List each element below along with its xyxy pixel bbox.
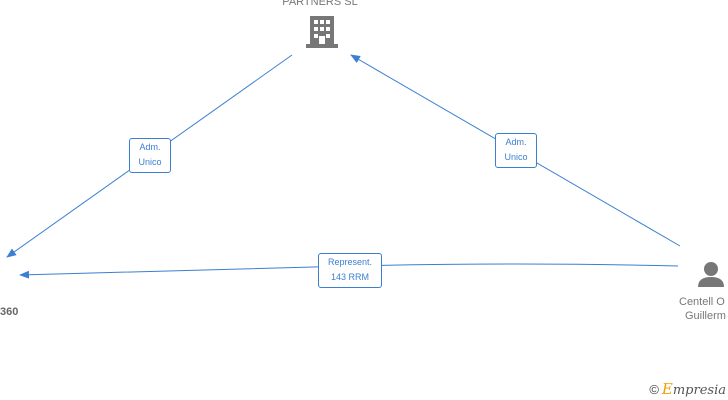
edge-label-company-left[interactable]: Adm. Unico	[129, 138, 171, 173]
edge-label-person-company[interactable]: Adm. Unico	[495, 133, 537, 168]
copyright-icon: ©	[649, 381, 659, 397]
building-icon[interactable]	[306, 16, 338, 48]
brand-rest: mpresia	[672, 383, 726, 398]
empresia-watermark: © Empresia	[649, 380, 726, 398]
person-name-line2: Guillerm	[685, 310, 726, 322]
person-name-line1: Centell O	[679, 296, 725, 308]
left-node-label[interactable]: 360	[0, 306, 19, 318]
edge-label-line2: Unico	[138, 157, 162, 167]
edge-label-line2: 143 RRM	[330, 272, 369, 282]
brand-initial: E	[661, 380, 673, 398]
edge-label-line2: Unico	[504, 152, 528, 162]
company-node-label[interactable]: PARTNERS SL	[282, 0, 358, 8]
edge-label-person-left[interactable]: Represent. 143 RRM	[318, 253, 382, 288]
edge-label-line1: Adm.	[139, 142, 161, 152]
person-node-label[interactable]: Centell O Guillerm	[679, 295, 726, 323]
brand-name: Empresia	[662, 380, 726, 398]
edge-label-line1: Adm.	[505, 137, 527, 147]
person-icon[interactable]	[698, 262, 724, 287]
edge-label-line1: Represent.	[327, 257, 373, 267]
